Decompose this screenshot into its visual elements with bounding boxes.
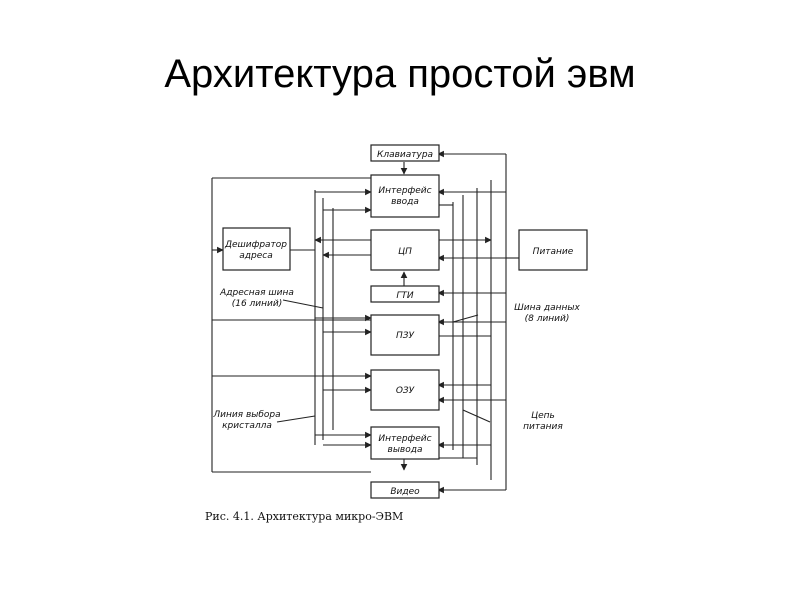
svg-text:Питание: Питание bbox=[533, 247, 574, 257]
svg-text:вывода: вывода bbox=[388, 445, 423, 455]
keyboard-block: Клавиатура bbox=[370, 144, 440, 162]
svg-text:ввода: ввода bbox=[391, 197, 419, 207]
svg-text:(16 линий): (16 линий) bbox=[232, 299, 283, 309]
svg-text:ЦП: ЦП bbox=[398, 247, 412, 257]
svg-text:Цепь: Цепь bbox=[531, 411, 555, 421]
power-circuit-label: Цепь питания bbox=[523, 411, 563, 432]
power-supply-block: Питание bbox=[518, 229, 588, 271]
svg-text:адреса: адреса bbox=[239, 251, 272, 261]
svg-text:Линия выбора: Линия выбора bbox=[212, 410, 280, 420]
address-bus-label: Адресная шина (16 линий) bbox=[219, 288, 294, 309]
cpu-block: ЦП bbox=[370, 229, 440, 271]
data-bus-label: Шина данных (8 линий) bbox=[514, 303, 580, 324]
svg-text:Интерфейс: Интерфейс bbox=[378, 434, 431, 444]
gti-block: ГТИ bbox=[370, 285, 440, 303]
module-connections bbox=[314, 150, 519, 494]
rom-block: ПЗУ bbox=[370, 314, 440, 356]
input-interface-block: Интерфейс ввода bbox=[370, 174, 440, 218]
slide-title: Архитектура простой эвм bbox=[164, 52, 636, 96]
output-interface-block: Интерфейс вывода bbox=[370, 426, 440, 460]
svg-text:ОЗУ: ОЗУ bbox=[396, 386, 415, 396]
svg-text:Клавиатура: Клавиатура bbox=[377, 150, 433, 160]
svg-text:Адресная шина: Адресная шина bbox=[219, 288, 294, 298]
address-decoder-block: Дешифратор адреса bbox=[222, 227, 291, 271]
svg-text:Видео: Видео bbox=[390, 487, 420, 497]
chip-select-label: Линия выбора кристалла bbox=[212, 410, 280, 431]
svg-text:(8 линий): (8 линий) bbox=[525, 314, 570, 324]
microcomputer-architecture-diagram: Клавиатура Интерфейс ввода ЦП ГТИ ПЗУ ОЗ… bbox=[211, 144, 588, 499]
data-bus-lines bbox=[452, 178, 507, 490]
svg-text:ПЗУ: ПЗУ bbox=[396, 331, 415, 341]
svg-text:Интерфейс: Интерфейс bbox=[378, 186, 431, 196]
svg-text:питания: питания bbox=[523, 422, 563, 432]
video-block: Видео bbox=[370, 481, 440, 499]
figure-caption: Рис. 4.1. Архитектура микро-ЭВМ bbox=[205, 510, 404, 523]
svg-text:Шина данных: Шина данных bbox=[514, 303, 580, 313]
ram-block: ОЗУ bbox=[370, 369, 440, 411]
svg-text:кристалла: кристалла bbox=[222, 421, 272, 431]
svg-text:ГТИ: ГТИ bbox=[396, 291, 414, 301]
svg-text:Дешифратор: Дешифратор bbox=[224, 240, 287, 250]
